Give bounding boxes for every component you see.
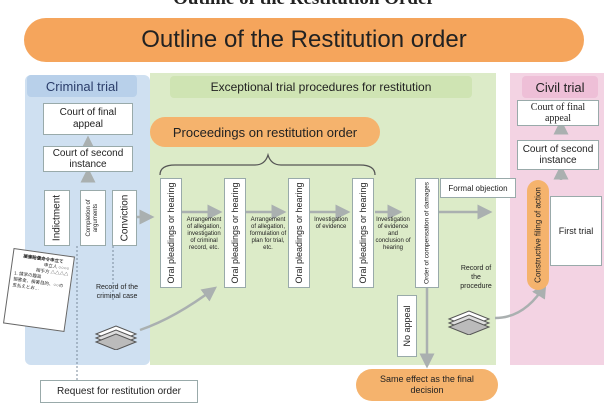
first-trial-box: First trial <box>550 196 602 266</box>
step-caption-1: Arrangement of allegation, investigation… <box>186 217 222 251</box>
criminal-final-appeal-label: Court of final appeal <box>59 107 117 130</box>
same-effect-oval: Same effect as the final decision <box>356 369 498 401</box>
procedure-record-files-icon <box>447 310 491 335</box>
no-appeal-box: No appeal <box>397 295 417 357</box>
top-caption: Outline of the Restitution Order <box>0 0 608 10</box>
arguments-label: Completion of arguments <box>86 199 99 237</box>
exceptional-panel-header: Exceptional trial procedures for restitu… <box>170 76 472 98</box>
page-title: Outline of the Restitution order <box>141 26 467 53</box>
exceptional-panel-label: Exceptional trial procedures for restitu… <box>210 80 432 94</box>
no-appeal-label: No appeal <box>402 305 412 347</box>
arguments-box: Completion of arguments <box>80 190 106 246</box>
record-procedure-label: Record of the procedure <box>460 265 492 290</box>
hearing-box-1: Oral pleadings or hearing <box>160 178 182 288</box>
criminal-panel-label: Criminal trial <box>45 78 119 94</box>
civil-second-instance-box: Court of second instance <box>517 140 599 170</box>
hearing-label: Oral pleadings or hearing <box>294 182 304 284</box>
hearing-box-2: Oral pleadings or hearing <box>224 178 246 288</box>
order-box: Order of compensation of damages <box>415 178 439 288</box>
step-caption-3: Investigation of evidence <box>314 217 348 230</box>
criminal-second-instance-box: Court of second instance <box>43 146 133 172</box>
same-effect-label: Same effect as the final decision <box>380 374 474 395</box>
criminal-final-appeal-box: Court of final appeal <box>43 103 133 135</box>
indictment-box: Indictment <box>44 190 70 246</box>
civil-second-instance-label: Court of second instance <box>522 144 594 166</box>
civil-panel-label: Civil trial <box>535 79 585 95</box>
step-caption-4: Investigation of evidence and conclusion… <box>375 217 411 251</box>
proceedings-label: Proceedings on restitution order <box>172 124 358 140</box>
civil-final-appeal-label: Court of final appeal <box>530 102 586 124</box>
hearing-box-4: Oral pleadings or hearing <box>352 178 374 288</box>
criminal-panel-header: Criminal trial <box>27 75 137 97</box>
civil-panel-header: Civil trial <box>522 76 598 98</box>
order-label: Order of compensation of damages <box>423 182 431 284</box>
indictment-label: Indictment <box>51 194 63 242</box>
formal-objection-label: Formal objection <box>448 183 508 193</box>
civil-final-appeal-box: Court of final appeal <box>517 100 599 126</box>
proceedings-oval: Proceedings on restitution order <box>150 117 380 147</box>
formal-objection-box: Formal objection <box>440 178 516 198</box>
hearing-label: Oral pleadings or hearing <box>166 182 176 284</box>
step-caption-2: Arrangement of allegation, formulation o… <box>249 217 287 251</box>
criminal-record-label: Record of the criminal case <box>95 284 139 300</box>
first-trial-label: First trial <box>558 226 594 236</box>
restitution-request-document-icon: 損害賠償命令申立て 申立人 ○○○○ 相手方 △△△△ 1. 請求の趣旨 損害金… <box>3 248 75 332</box>
title-bar: Outline of the Restitution order <box>24 18 584 62</box>
constructive-filing-oval: Constructive filing of action <box>527 180 549 290</box>
conviction-box: Conviction <box>112 190 137 246</box>
hearing-label: Oral pleadings or hearing <box>358 182 368 284</box>
hearing-box-3: Oral pleadings or hearing <box>288 178 310 288</box>
conviction-label: Conviction <box>119 194 130 242</box>
request-label: Request for restitution order <box>57 386 181 397</box>
constructive-filing-label: Constructive filing of action <box>533 187 543 283</box>
criminal-second-instance-label: Court of second instance <box>52 148 124 170</box>
hearing-label: Oral pleadings or hearing <box>230 182 240 284</box>
criminal-record-files-icon <box>94 325 138 350</box>
request-box: Request for restitution order <box>40 380 198 403</box>
